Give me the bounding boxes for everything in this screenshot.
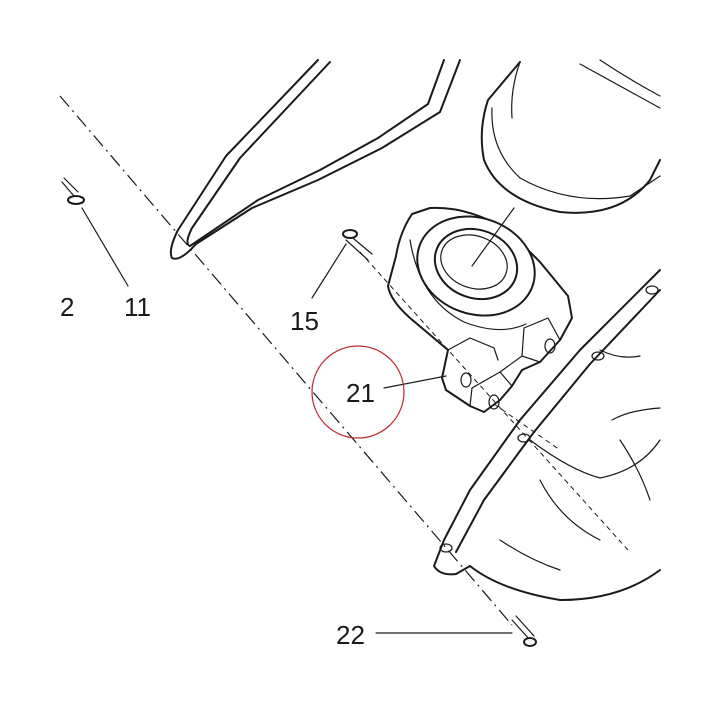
alignment-line-bracket — [493, 403, 561, 451]
gasket-outline — [169, 59, 461, 260]
assembly-axis-line — [59, 95, 513, 626]
alignment-line-screw-15 — [359, 251, 629, 551]
bracket-housing — [387, 206, 573, 413]
highlight-circle — [311, 345, 405, 439]
lower-housing-panel — [433, 269, 661, 601]
screw-top-left — [61, 177, 85, 205]
leader-line-11 — [81, 207, 129, 287]
leader-line-21 — [383, 375, 447, 389]
leader-line-15 — [311, 243, 347, 299]
label-21: 21 — [346, 378, 375, 408]
label-15: 15 — [290, 306, 319, 336]
filter-cylinder — [480, 59, 661, 214]
screw-15 — [342, 229, 373, 261]
label-2: 2 — [60, 292, 74, 322]
label-22: 22 — [336, 620, 365, 650]
screw-22 — [511, 615, 537, 647]
label-11: 11 — [124, 292, 151, 322]
